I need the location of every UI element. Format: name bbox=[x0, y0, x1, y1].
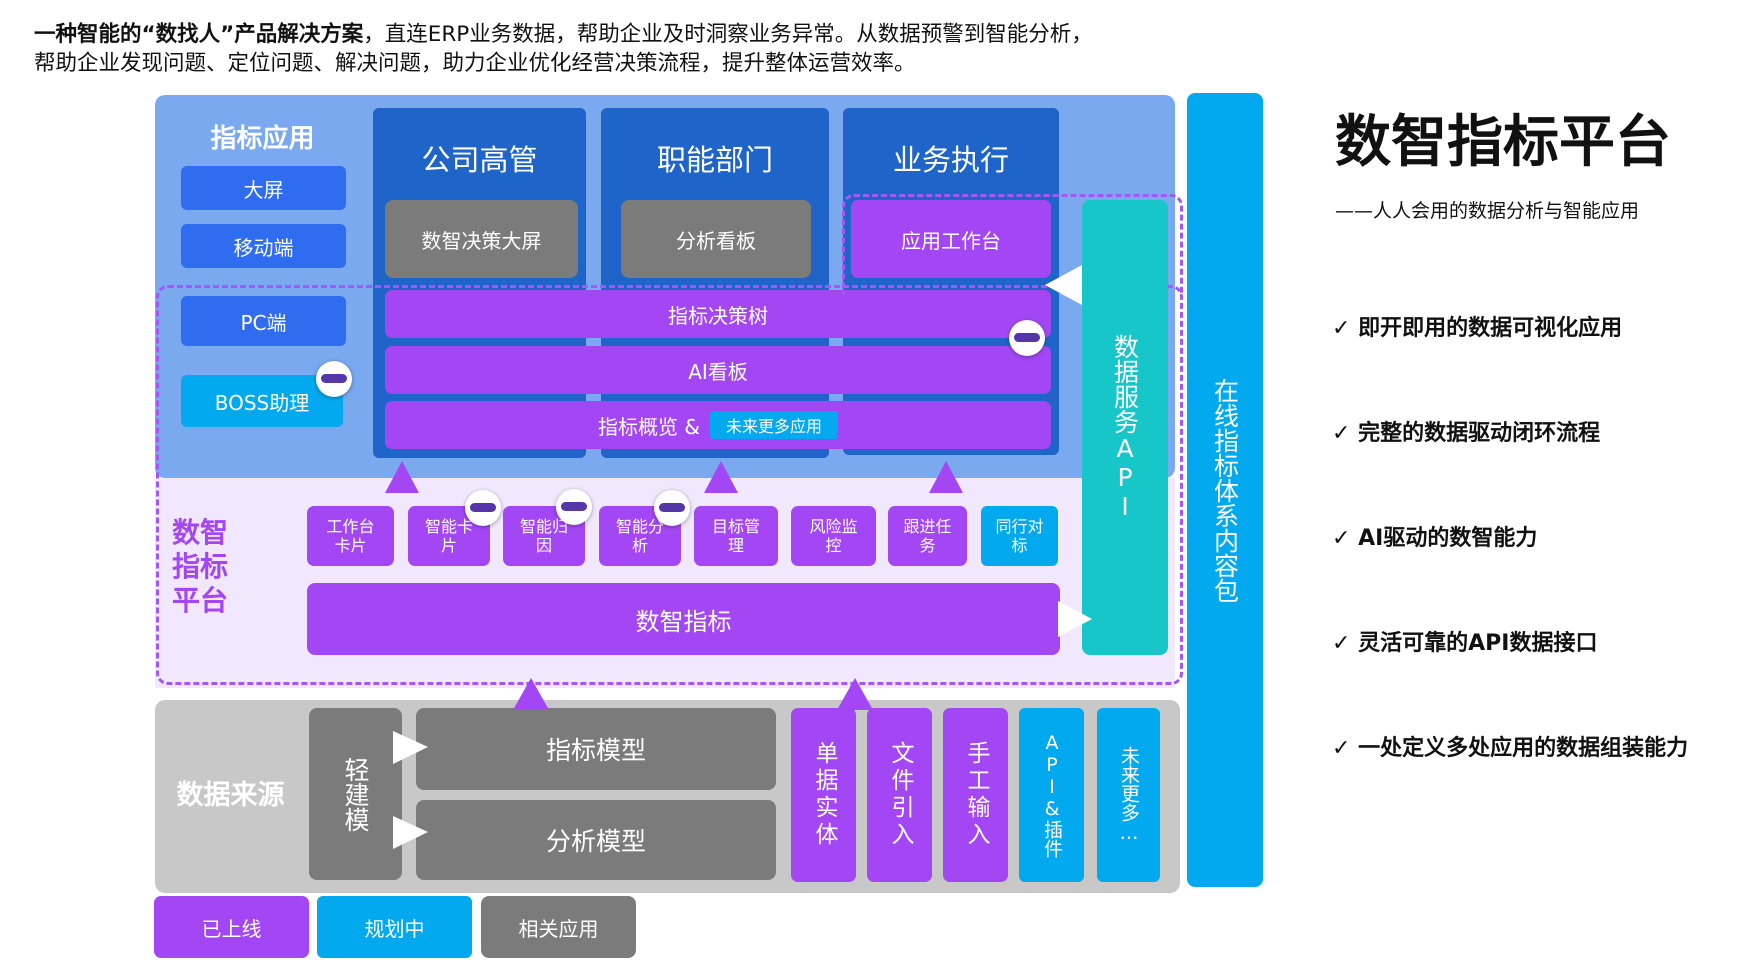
ai-badge-icon bbox=[1009, 320, 1045, 356]
column-executives bbox=[373, 108, 586, 458]
right-feature-text: AI驱动的数智能力 bbox=[1358, 526, 1538, 551]
workbench-dashed-frame bbox=[842, 194, 1183, 294]
right-feature-2: ✓ 完整的数据驱动闭环流程 bbox=[1332, 415, 1600, 447]
arrow-up-platform-left bbox=[513, 678, 549, 710]
column-execution bbox=[843, 108, 1059, 455]
data-service-api bbox=[1082, 200, 1168, 655]
feature-risk-monitoring: 风险监控 bbox=[791, 506, 876, 566]
ai-badge-icon bbox=[556, 489, 592, 525]
analysis-model: 分析模型 bbox=[416, 800, 776, 880]
ai-badge-icon bbox=[654, 490, 690, 526]
intro-text: 一种智能的“数找人”产品解决方案，直连ERP业务数据，帮助企业及时洞察业务异常。… bbox=[34, 20, 1214, 78]
arrow-to-analysis-model bbox=[393, 816, 428, 849]
source-manual-input: 手工输入 bbox=[943, 708, 1008, 882]
platform-layer-title: 数智指标平台 bbox=[172, 516, 229, 617]
bar-overview: 指标概览 & 未来更多应用 bbox=[385, 401, 1051, 449]
arrow-up-platform-right bbox=[837, 678, 873, 710]
online-metric-package: 在线指标体系内容包 bbox=[1187, 93, 1263, 887]
legend-planned: 规划中 bbox=[317, 896, 472, 958]
right-feature-3: ✓ AI驱动的数智能力 bbox=[1332, 520, 1537, 552]
check-icon: ✓ bbox=[1332, 631, 1351, 656]
source-layer-title: 数据来源 bbox=[176, 779, 285, 811]
arrow-up-execution bbox=[929, 461, 963, 493]
feature-smart-attribution: 智能归因 bbox=[503, 506, 585, 566]
column-executives-title: 公司高管 bbox=[421, 143, 538, 177]
intro-line1: ，直连ERP业务数据，帮助企业及时洞察业务异常。从数据预警到智能分析， bbox=[363, 22, 1093, 47]
channel-pc: PC端 bbox=[181, 296, 346, 346]
channel-mobile: 移动端 bbox=[181, 224, 346, 268]
right-title: 数智指标平台 bbox=[1335, 110, 1671, 175]
right-feature-text: 一处定义多处应用的数据组装能力 bbox=[1358, 736, 1689, 761]
ai-badge-icon bbox=[316, 361, 352, 397]
legend-online: 已上线 bbox=[154, 896, 309, 958]
check-icon: ✓ bbox=[1332, 736, 1351, 761]
app-layer-title: 指标应用 bbox=[210, 123, 315, 154]
app-decision-screen: 数智决策大屏 bbox=[385, 200, 578, 278]
intro-line2: 帮助企业发现问题、定位问题、解决问题，助力企业优化经营决策流程，提升整体运营效率… bbox=[34, 51, 916, 76]
right-feature-1: ✓ 即开即用的数据可视化应用 bbox=[1332, 310, 1622, 342]
check-icon: ✓ bbox=[1332, 316, 1351, 341]
legend-related: 相关应用 bbox=[481, 896, 636, 958]
source-file-import: 文件引入 bbox=[867, 708, 932, 882]
right-feature-4: ✓ 灵活可靠的API数据接口 bbox=[1332, 625, 1597, 657]
light-modeling: 轻建模 bbox=[309, 708, 402, 880]
right-subtitle: ——人人会用的数据分析与智能应用 bbox=[1335, 200, 1640, 222]
bar-decision-tree: 指标决策树 bbox=[385, 290, 1051, 338]
feature-peer-benchmark: 同行对标 bbox=[981, 506, 1058, 566]
check-icon: ✓ bbox=[1332, 526, 1351, 551]
column-execution-title: 业务执行 bbox=[892, 143, 1009, 177]
source-document-entity: 单据实体 bbox=[791, 708, 856, 882]
arrow-core-to-api bbox=[1058, 601, 1092, 637]
right-feature-5: ✓ 一处定义多处应用的数据组装能力 bbox=[1332, 730, 1688, 762]
feature-workbench-card: 工作台卡片 bbox=[307, 506, 394, 566]
feature-follow-up-task: 跟进任务 bbox=[888, 506, 967, 566]
source-future-more: 未来更多… bbox=[1097, 708, 1160, 882]
column-functional bbox=[601, 108, 829, 458]
right-feature-text: 完整的数据驱动闭环流程 bbox=[1358, 421, 1601, 446]
right-feature-text: 灵活可靠的API数据接口 bbox=[1358, 631, 1598, 656]
feature-goal-management: 目标管理 bbox=[694, 506, 778, 566]
source-api-plugin: API&插件 bbox=[1019, 708, 1084, 882]
right-feature-text: 即开即用的数据可视化应用 bbox=[1358, 316, 1623, 341]
check-icon: ✓ bbox=[1332, 421, 1351, 446]
future-apps-tag: 未来更多应用 bbox=[709, 411, 838, 439]
arrow-api-to-apps bbox=[1045, 265, 1082, 305]
channel-big-screen: 大屏 bbox=[181, 166, 346, 210]
arrow-up-executives bbox=[385, 461, 419, 493]
app-workbench: 应用工作台 bbox=[851, 200, 1051, 278]
arrow-up-functional bbox=[704, 461, 738, 493]
ai-badge-icon bbox=[465, 490, 501, 526]
data-service-api-label: 数据服务API bbox=[1110, 334, 1140, 521]
platform-dashed-frame bbox=[156, 285, 1183, 685]
intro-lead: 一种智能的“数找人”产品解决方案 bbox=[34, 22, 364, 47]
app-analysis-board: 分析看板 bbox=[621, 200, 811, 278]
metric-model: 指标模型 bbox=[416, 708, 776, 790]
bar-overview-label: 指标概览 & bbox=[598, 414, 700, 439]
core-metrics-bar: 数智指标 bbox=[307, 583, 1060, 655]
bar-ai-board: AI看板 bbox=[385, 346, 1051, 394]
column-functional-title: 职能部门 bbox=[656, 143, 773, 177]
arrow-to-metric-model bbox=[393, 731, 428, 764]
